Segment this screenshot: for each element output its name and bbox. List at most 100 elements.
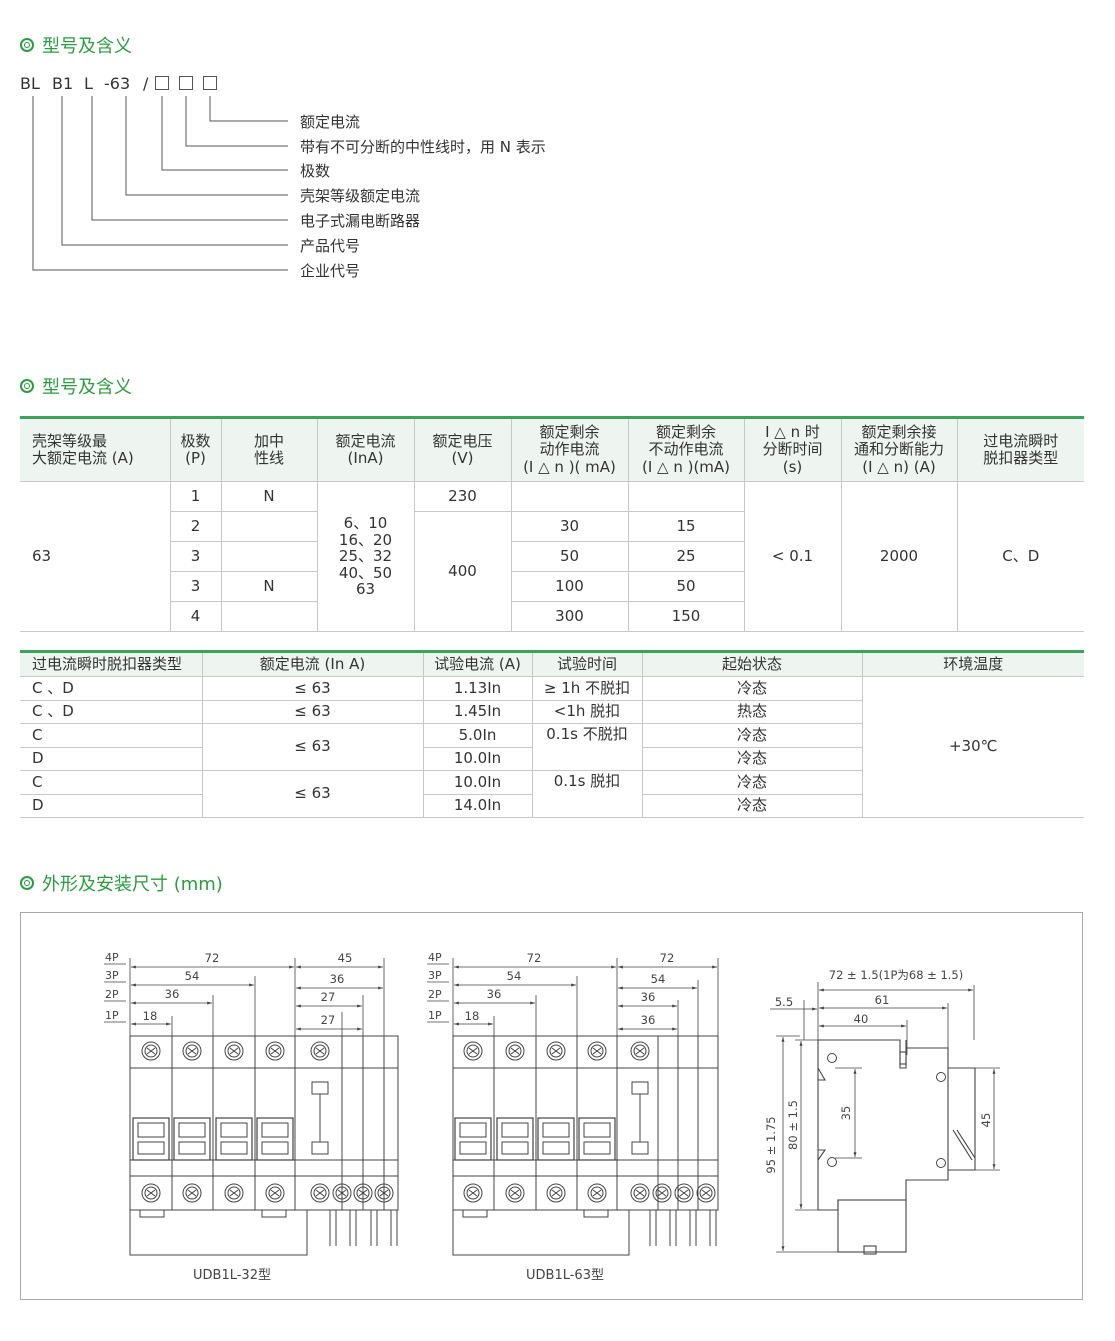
dim-18: 18 [465, 1009, 480, 1023]
cell-current: ≤ 63 [201, 770, 424, 818]
dim-side-40: 40 [854, 1012, 869, 1026]
cell-neutral [220, 541, 318, 572]
pole-label: 2P [105, 988, 119, 1001]
model-code-leader-lines [32, 96, 288, 271]
th-residual-nonop: 额定剩余 不动作电流 (I △ n )(mA) [627, 417, 745, 482]
cell-break-time: < 0.1 [743, 481, 842, 632]
dim-rcd-4p: 72 [660, 951, 675, 965]
dim-rcd-3p: 36 [330, 972, 345, 986]
pole-label: 3P [105, 969, 119, 982]
cell-poles: 4 [170, 601, 222, 632]
table-row: 3 50 25 [20, 541, 1084, 572]
th-poles: 极数 (P) [169, 417, 222, 482]
cell-state: 冷态 [641, 793, 862, 818]
dim-side-top: 72 ± 1.5(1P为68 ± 1.5) [829, 968, 963, 982]
th-neutral: 加中 性线 [220, 417, 318, 482]
code-label-current: 额定电流 [300, 113, 361, 131]
spec-table: 壳架等级最 大额定电流 (A) 极数 (P) 加中 性线 额定电流 (InA) … [20, 416, 1084, 632]
dim-36: 36 [487, 987, 502, 1001]
dimension-drawings-frame [20, 912, 1083, 1300]
cell-test: 14.0In [422, 793, 533, 818]
code-product: B1 [52, 74, 74, 93]
cell-voltage-other: 400 [413, 511, 512, 632]
pole-label: 4P [428, 951, 442, 964]
cell-neutral: N [220, 571, 318, 602]
dim-side-80: 80 ± 1.5 [786, 1100, 800, 1150]
table-row: C ≤ 63 5.0In 0.1s 不脱扣 冷态 [20, 723, 1084, 771]
cell-residual-op: 300 [510, 601, 629, 632]
bullet-circle-icon [20, 38, 34, 52]
cell-state: 冷态 [641, 746, 862, 771]
cell-type: D [20, 793, 203, 818]
table-row: 63 1 N 6、10 16、20 25、32 40、50 63 2 30 < 0… [20, 481, 1084, 632]
table-row: D 14.0In 冷态 [20, 793, 1084, 818]
cell-poles: 2 [170, 511, 222, 542]
cell-rated-current: 6、10 16、20 25、32 40、50 63 [316, 481, 415, 632]
code-box-poles [155, 74, 169, 93]
table-row: D 10.0In 冷态 [20, 746, 1084, 771]
code-label-type: 电子式漏电断路器 [300, 212, 421, 230]
section-heading-dimensions: 外形及安装尺寸 (mm) [20, 870, 223, 896]
dim-72: 72 [527, 951, 542, 965]
cell-poles: 1 [169, 481, 222, 512]
cell-residual-nonop: 150 [627, 601, 744, 632]
cell-state: 热态 [641, 699, 862, 724]
th-trip-type: 过电流瞬时脱扣器类型 [20, 651, 203, 677]
th-rated-current: 额定电流 (In A) [201, 651, 424, 677]
pole-label: 3P [428, 969, 442, 982]
cell-frame-current: 63 [20, 481, 171, 632]
cell-trip-type: C、D [956, 481, 1084, 632]
cell-residual-nonop: 25 [627, 541, 744, 572]
heading-text: 型号及含义 [42, 36, 132, 57]
pole-label: 1P [428, 1009, 442, 1022]
cell-time: ≥ 1h 不脱扣 [531, 676, 643, 701]
dim-side-61: 61 [875, 993, 890, 1007]
table-row: 2 400 30 15 [20, 511, 1084, 632]
dim-side-35: 35 [839, 1106, 853, 1121]
dim-72: 72 [205, 951, 220, 965]
cell-residual-op: 30 [510, 511, 629, 542]
bullet-circle-icon [20, 876, 34, 890]
code-label-frame: 壳架等级额定电流 [300, 187, 421, 205]
th-make-break: 额定剩余接 通和分断能力 (I △ n) (A) [840, 417, 958, 482]
pole-label: 1P [105, 1009, 119, 1022]
dim-36: 36 [165, 987, 180, 1001]
code-label-poles: 极数 [300, 162, 331, 180]
cell-residual-nonop: 15 [627, 511, 744, 542]
drawing-udb1l-63: 4P 3P 2P 1P 72 [427, 951, 719, 1283]
code-box-current [203, 74, 217, 93]
pole-label: 2P [428, 988, 442, 1001]
cell-type: C [20, 723, 203, 748]
code-slash: / [143, 74, 149, 93]
th-initial-state: 起始状态 [641, 651, 863, 677]
dim-rcd-1p: 27 [321, 1013, 336, 1027]
cell-ambient: +30℃ [861, 676, 1084, 818]
dim-18: 18 [143, 1009, 158, 1023]
pole-label: 4P [105, 951, 119, 964]
code-label-enterprise: 企业代号 [300, 262, 361, 280]
cell-time: 0.1s 脱扣 [531, 770, 643, 818]
th-voltage: 额定电压 (V) [413, 417, 512, 482]
cell-type: C [20, 770, 203, 795]
trip-test-table: 过电流瞬时脱扣器类型 额定电流 (In A) 试验电流 (A) 试验时间 起始状… [20, 650, 1084, 818]
th-ambient: 环境温度 [861, 651, 1084, 677]
table-row: 4 300 150 [20, 601, 1084, 632]
drawing-side-view: 72 ± 1.5(1P为68 ± 1.5) 61 40 5.5 35 45 80… [764, 968, 1000, 1255]
dim-side-5-5: 5.5 [775, 995, 793, 1009]
cell-residual-op: 100 [510, 571, 629, 602]
th-test-time: 试验时间 [531, 651, 643, 677]
code-enterprise: BL [20, 74, 40, 93]
dim-54: 54 [507, 969, 522, 983]
cell-neutral [220, 511, 318, 542]
th-test-current: 试验电流 (A) [422, 651, 533, 677]
dim-rcd-1p: 36 [641, 1013, 656, 1027]
drawing-caption: UDB1L-63型 [526, 1268, 604, 1283]
code-label-product: 产品代号 [300, 237, 361, 255]
cell-state: 冷态 [641, 770, 862, 795]
table-row: C 、D ≤ 63 1.45In <1h 脱扣 热态 [20, 699, 1084, 724]
heading-text: 型号及含义 [42, 377, 132, 398]
section-heading-model: 型号及含义 [20, 32, 132, 58]
dim-rcd-2p: 36 [641, 990, 656, 1004]
code-label-neutral: 带有不可分断的中性线时，用 N 表示 [300, 138, 546, 156]
